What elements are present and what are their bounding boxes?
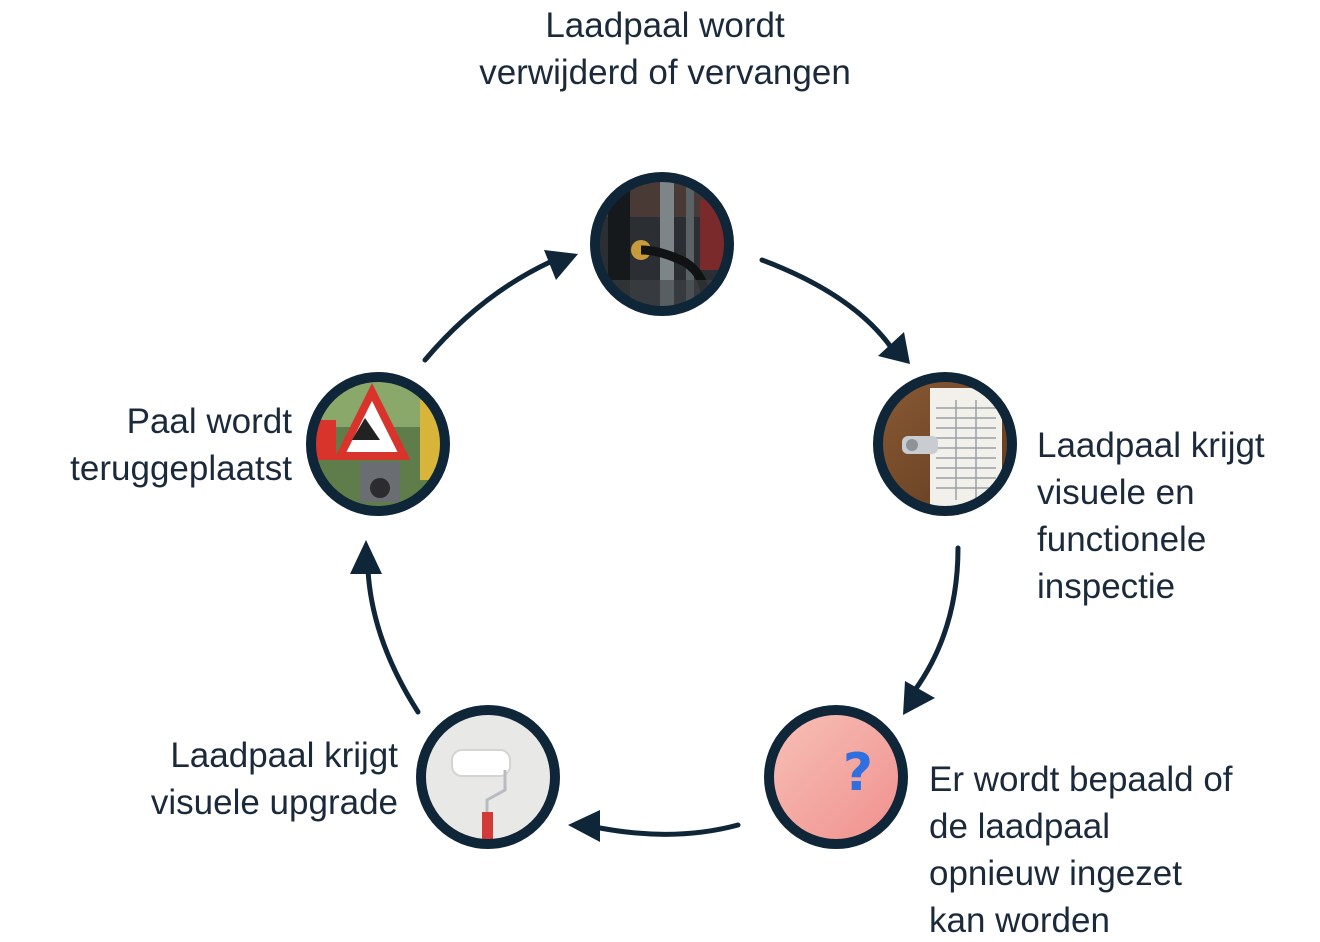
step-inspect-line-3: functionele (1037, 520, 1207, 559)
step-decide-line-3: opnieuw ingezet (929, 854, 1182, 893)
step-replace-line-2: teruggeplaatst (70, 449, 292, 488)
step-inspect-line-2: visuele en (1037, 473, 1195, 512)
step-remove-line-2: verwijderd of vervangen (479, 53, 851, 92)
step-inspect-line-4: inspectie (1037, 567, 1176, 606)
step-remove-label: Laadpaal wordt verwijderd of vervangen (420, 2, 910, 96)
arrow-left-to-top (422, 250, 578, 363)
svg-text:?: ? (843, 743, 873, 803)
step-decide-line-1: Er wordt bepaald of (929, 760, 1233, 799)
arrow-bottom-right-to-bottom-left (568, 810, 741, 842)
step-upgrade-label: Laadpaal krijgt visuele upgrade (60, 732, 398, 826)
step-upgrade-line-2: visuele upgrade (150, 783, 398, 822)
step-inspect-label: Laadpaal krijgt visuele en functionele i… (1037, 422, 1317, 610)
step-decide-label: Er wordt bepaald of de laadpaal opnieuw … (929, 756, 1309, 942)
clipboard-checklist-photo-icon (873, 372, 1017, 516)
roadwork-sign-photo-icon (306, 372, 450, 516)
step-decide-line-4: kan worden (929, 901, 1110, 940)
step-decide-line-2: de laadpaal (929, 807, 1110, 846)
step-replace-line-1: Paal wordt (126, 402, 292, 441)
step-replace-label: Paal wordt teruggeplaatst (10, 398, 292, 492)
step-remove-line-1: Laadpaal wordt (545, 6, 785, 45)
question-mark-photo-icon: ? (764, 705, 908, 849)
step-inspect-line-1: Laadpaal krijgt (1037, 426, 1265, 465)
arrow-bottom-left-to-left (350, 540, 421, 715)
step-upgrade-line-1: Laadpaal krijgt (170, 736, 398, 775)
charging-plug-photo-icon (590, 172, 734, 316)
arrow-top-to-right (759, 257, 910, 364)
arrow-right-to-bottom-right (903, 545, 961, 715)
paint-roller-photo-icon (416, 705, 560, 849)
